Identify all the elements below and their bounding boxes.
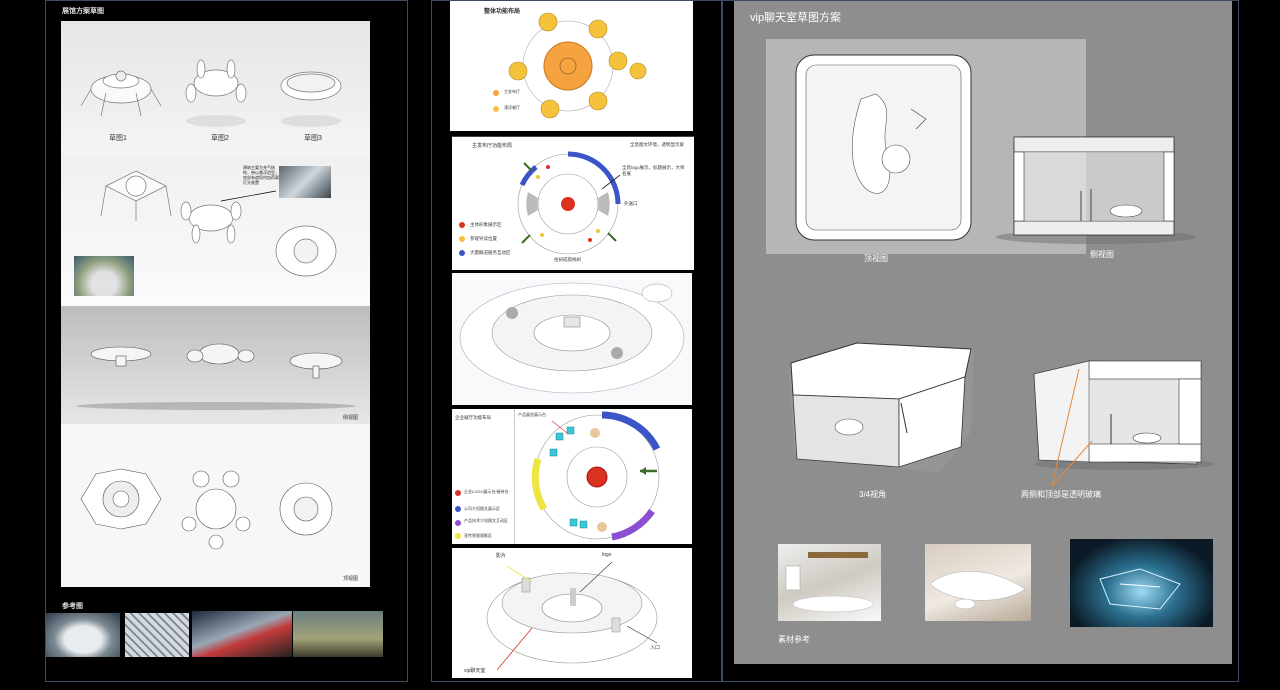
reference-image-bridge [192, 611, 292, 657]
reference-image-structure [125, 613, 189, 657]
vip-side-view-render [996, 131, 1196, 246]
main-hall-note-b: 全息logo展示，标题展示，大师名展 [622, 165, 685, 176]
main-hall-legend-2: 参观导读位置 [470, 236, 497, 241]
vip-side-view-label: 侧视图 [1090, 250, 1114, 259]
vip-top-view-label: 顶视图 [864, 254, 888, 263]
enterprise-legend-1: 企业LOGO展示台/接待台 [464, 489, 509, 494]
reference-image-city [293, 611, 383, 657]
main-hall-exit: 往树成荫栈树 [554, 257, 581, 262]
sketch-label-3: 草图3 [304, 135, 322, 142]
material-ref-lounge-2-drawing [929, 571, 1026, 610]
left-panel: 展馆方案草图 草图1 草图2 草图3 [45, 0, 408, 682]
enterprise-divider [514, 409, 515, 544]
right-panel: vip聊天室草图方案 顶视图 [722, 0, 1239, 682]
material-ref-lounge-1-drawing [785, 552, 874, 613]
enterprise-legend-2: 公司介绍图文展示区 [464, 506, 500, 511]
enterprise-render [486, 561, 658, 671]
vip-top-view-render [766, 39, 1086, 254]
material-ref-lounge-1 [778, 544, 881, 621]
enterprise-legend-4: 宣传视频观影区 [464, 533, 492, 538]
enterprise-hall-title: 企业展厅功能布局 [455, 415, 491, 420]
overall-legend-hall: 主发布厅 [504, 89, 520, 94]
dome-reference-photo [74, 256, 134, 296]
middle-panel: 整体功能布局 主发布厅 漂浮餐厅 主发布厅功能布局 [431, 0, 722, 682]
main-hall-render-card [452, 273, 692, 405]
side-view-label: 侧视图 [343, 415, 359, 421]
main-hall-diagram [459, 151, 621, 256]
overall-layout-title: 整体功能布局 [484, 9, 521, 15]
main-hall-note-a: 全息图文环境，透明显示屏 [630, 142, 684, 147]
material-ref-label: 素材参考 [778, 635, 810, 644]
overall-legend-restaurant: 漂浮餐厅 [504, 105, 520, 110]
sketch-row-1-drawing [80, 59, 342, 127]
enterprise-hall-card: 企业展厅功能布局 产品展览展示台 企业LOGO展示台/接待台 [452, 409, 692, 544]
enterprise-render-card: 影片 logo 入口 vip聊天室 [452, 548, 692, 678]
right-panel-title: vip聊天室草图方案 [750, 12, 842, 24]
material-ref-dark-room [1070, 539, 1213, 627]
enterprise-label-entrance: 入口 [650, 645, 661, 651]
overall-layout-diagram [493, 12, 647, 119]
right-panel-board: vip聊天室草图方案 顶视图 [734, 1, 1232, 664]
vip-glass-note: 两侧和顶部是透明玻璃 [1021, 490, 1101, 499]
enterprise-label-logo: logo [602, 552, 612, 558]
main-hall-legend-1: 主体形象展示区 [470, 222, 502, 227]
side-view-drawing [76, 343, 356, 410]
enterprise-hall-subtitle: 产品展览展示台 [518, 412, 546, 417]
material-ref-lounge-2 [925, 544, 1031, 621]
side-view-row: 侧视图 [61, 306, 370, 424]
left-panel-title: 展馆方案草图 [62, 8, 104, 15]
reference-title: 参考图 [62, 603, 83, 610]
enterprise-hall-diagram [455, 411, 661, 541]
reference-image-stadium [46, 613, 120, 657]
vip-three-quarter-label: 3/4视角 [859, 490, 887, 499]
vip-side-view-drawing [996, 136, 1196, 244]
main-hall-entrance: 外送口 [624, 201, 638, 206]
enterprise-label-screen: 影片 [496, 553, 507, 559]
material-ref-dark-room-drawing [1099, 568, 1181, 610]
sketch-row-2: 建筑主要为充气结构，带以悬浮造型，底部有遮阳帘加荷载灯光装置 [61, 156, 370, 306]
overall-layout-card: 整体功能布局 主发布厅 漂浮餐厅 [450, 1, 693, 131]
main-hall-legend-3: 大量概况服务互动区 [470, 250, 511, 255]
inflatable-reference-photo [279, 166, 331, 198]
sketch-row-1: 草图1 草图2 草图3 [61, 21, 370, 156]
glass-callout-lines [1051, 368, 1093, 487]
top-view-row: 顶视图 [61, 424, 370, 587]
enterprise-legend-3: 产品技术介绍图文互动区 [464, 518, 508, 523]
sketch-row-2-drawing [100, 170, 337, 277]
vip-three-quarter-drawing [789, 342, 974, 473]
vip-three-quarter-render [789, 337, 989, 477]
main-hall-layout-card: 主发布厅功能布局 全息图文环境，透明显示屏 全息logo展示，标题展示，大师名展… [452, 136, 694, 270]
enterprise-label-vip: vip聊天室 [464, 668, 486, 674]
sketch-annotation: 建筑主要为充气结构，带以悬浮造型，底部有遮阳帘加荷载灯光装置 [243, 165, 279, 185]
main-hall-title: 主发布厅功能布局 [472, 143, 513, 149]
vip-top-view-drawing [795, 54, 972, 241]
top-view-drawing [80, 468, 333, 550]
sketch-label-1: 草图1 [109, 135, 127, 142]
top-view-label: 顶视图 [343, 576, 359, 582]
main-hall-render [459, 282, 685, 394]
sketch-label-2: 草图2 [211, 135, 229, 142]
